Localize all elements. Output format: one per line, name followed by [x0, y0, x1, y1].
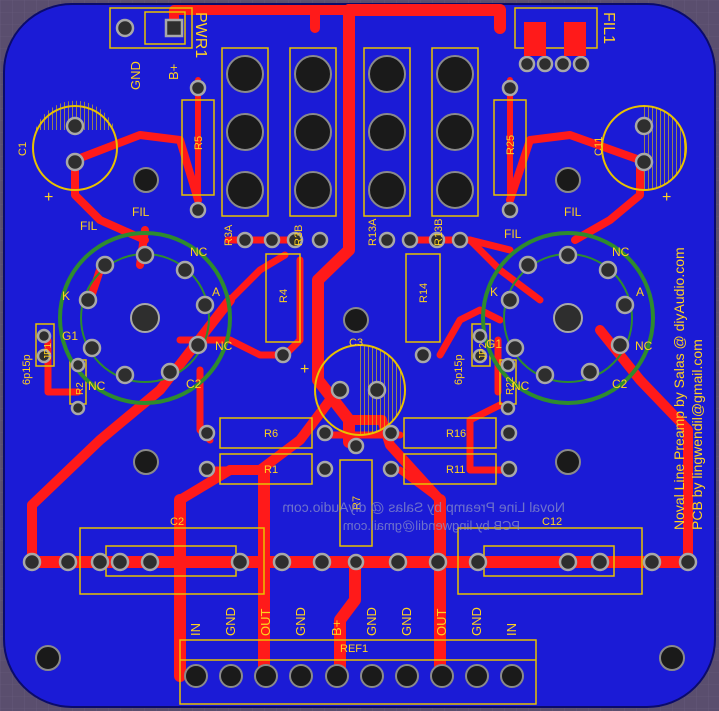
tube-socket-right[interactable]	[481, 231, 655, 405]
right-nc-2: NC	[635, 339, 653, 353]
c3-label: C3	[349, 337, 363, 349]
6p15p-left-label: 6p15p	[21, 354, 33, 385]
r4-label: R4	[278, 289, 290, 303]
power-resistor-pads	[226, 55, 474, 209]
silkscreen-labels: PWR1 FIL1 GND B+ C1 C11 R5 R25 R3A R3B R…	[17, 12, 705, 655]
left-a: A	[212, 285, 220, 299]
r1-label: R1	[264, 464, 278, 476]
ref1-connector[interactable]	[184, 664, 524, 688]
r14-label: R14	[418, 283, 430, 303]
right-c2: C2	[612, 377, 628, 391]
ref1-label: REF1	[340, 643, 368, 655]
ref1-pin-label: IN	[504, 623, 519, 636]
c1-label: C1	[17, 142, 29, 156]
jp1-label: JP1	[43, 342, 54, 360]
credit-line-2: PCB by lingwendil@gmail.com	[689, 339, 705, 530]
ref1-pin-label: OUT	[434, 609, 449, 637]
r2-label: R2	[75, 382, 86, 395]
ref1-pin-label: B+	[329, 620, 344, 636]
capacitor-c3[interactable]	[314, 344, 406, 436]
ref1-pin-label: GND	[364, 607, 379, 636]
r16-label: R16	[446, 428, 466, 440]
c11-plus: +	[662, 189, 671, 206]
right-k: K	[490, 285, 498, 299]
r3b-label: R3B	[293, 225, 305, 246]
ref1-pin-labels: IN GND OUT GND B+ GND GND OUT GND IN	[188, 607, 519, 636]
r25-label: R25	[505, 135, 517, 155]
silkscreen-outlines	[35, 7, 643, 705]
c2-label: C2	[170, 516, 184, 528]
r6-label: R6	[264, 428, 278, 440]
jp2-label: JP2	[478, 342, 489, 360]
r13b-label: R13B	[433, 218, 445, 246]
c1-plus: +	[44, 189, 53, 206]
ref1-pin-label: GND	[223, 607, 238, 636]
mounting-holes	[35, 167, 685, 671]
pwr1-label: PWR1	[192, 12, 209, 58]
r5-label: R5	[193, 136, 205, 150]
c11-label: C11	[593, 137, 605, 156]
tube-socket-left[interactable]	[58, 231, 232, 405]
left-nc-2: NC	[215, 339, 233, 353]
fil1-label: FIL1	[600, 12, 617, 44]
left-k: K	[62, 289, 70, 303]
left-nc-3: NC	[88, 379, 106, 393]
right-fil-2: FIL	[564, 205, 582, 219]
r11-label: R11	[446, 464, 465, 476]
left-fil-1: FIL	[80, 219, 98, 233]
right-a: A	[636, 285, 644, 299]
6p15p-right-label: 6p15p	[453, 354, 465, 385]
c12-label: C12	[542, 516, 562, 528]
r7-label: R7	[351, 496, 363, 510]
credit-line-1: Noval Line Preamp by Salas @ diyAudio.co…	[671, 247, 687, 530]
left-c2: C2	[186, 377, 202, 391]
ref1-pin-label: OUT	[258, 609, 273, 637]
ref1-pin-label: GND	[399, 607, 414, 636]
gnd-pwr-label: GND	[128, 61, 143, 90]
component-pads	[22, 18, 698, 572]
ref1-pin-label: IN	[188, 623, 203, 636]
bplus-pwr-label: B+	[166, 64, 181, 80]
ref1-pin-label: GND	[469, 607, 484, 636]
mirror-credit-1: Noval Line Preamp by Salas @ diyAudio.co…	[282, 499, 565, 515]
mirror-credit-2: PCB by lingwendil@gmail.com	[343, 518, 520, 533]
right-nc-1: NC	[612, 245, 630, 259]
c3-plus: +	[300, 361, 309, 378]
r22-label: R22	[505, 376, 516, 395]
left-fil-2: FIL	[132, 205, 150, 219]
left-g1: G1	[62, 329, 78, 343]
left-nc-1: NC	[190, 245, 208, 259]
ref1-pin-label: GND	[293, 607, 308, 636]
right-nc-3: NC	[512, 379, 530, 393]
r13a-label: R13A	[367, 218, 379, 246]
right-g1: G1	[486, 337, 502, 351]
capacitor-c11[interactable]	[601, 105, 687, 191]
right-fil-1: FIL	[504, 227, 522, 241]
capacitor-c1[interactable]	[32, 100, 118, 191]
r3a-label: R3A	[223, 224, 235, 246]
